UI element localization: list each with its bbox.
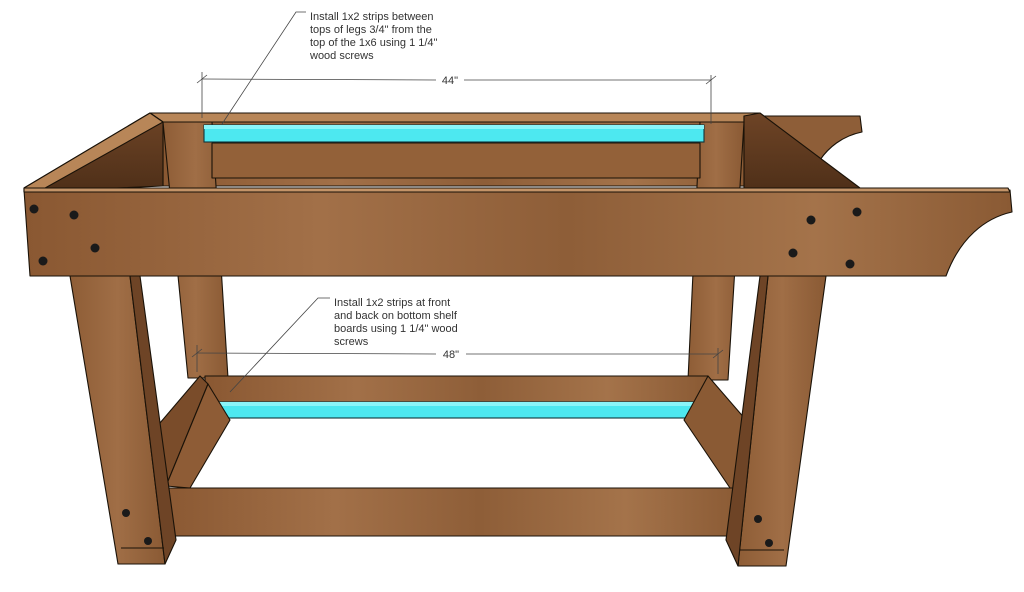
bottom-1x2-strip-highlight xyxy=(204,402,708,406)
bottom-note-leader xyxy=(229,297,330,393)
top-note-leader xyxy=(221,11,306,125)
screw xyxy=(29,204,39,214)
bottom-note-line: screws xyxy=(334,336,369,348)
screw xyxy=(122,509,130,517)
front-bottom-rail xyxy=(159,487,743,537)
front-apron-top-edge xyxy=(23,187,1011,193)
screw xyxy=(144,537,152,545)
top-note: Install 1x2 strips between tops of legs … xyxy=(309,11,441,62)
bottom-note-line: boards using 1 1/4" wood xyxy=(334,323,458,335)
bottom-dimension: 48" xyxy=(191,345,724,374)
top-note-line: top of the 1x6 using 1 1/4" xyxy=(310,37,438,49)
back-bottom-rail xyxy=(204,375,709,403)
front-apron xyxy=(23,189,1013,277)
top-note-line: Install 1x2 strips between xyxy=(310,11,434,23)
bottom-note-line: Install 1x2 strips at front xyxy=(334,297,450,309)
back-upper-rail xyxy=(211,142,701,179)
screw xyxy=(788,248,798,258)
bottom-note-line: and back on bottom shelf xyxy=(334,310,458,322)
top-dimension-label: 44" xyxy=(442,75,458,87)
top-1x2-strip-highlight xyxy=(204,125,704,129)
screw xyxy=(69,210,79,220)
top-note-line: tops of legs 3/4" from the xyxy=(310,24,432,36)
top-note-line: wood screws xyxy=(309,50,374,62)
screw xyxy=(852,207,862,217)
screws xyxy=(29,204,862,547)
top-dimension: 44" xyxy=(196,72,717,124)
bottom-note: Install 1x2 strips at front and back on … xyxy=(334,297,461,348)
screw xyxy=(806,215,816,225)
screw xyxy=(845,259,855,269)
screw xyxy=(765,539,773,547)
back-apron-top xyxy=(149,112,761,123)
screw xyxy=(90,243,100,253)
bottom-dimension-label: 48" xyxy=(443,349,459,361)
screw xyxy=(754,515,762,523)
screw xyxy=(38,256,48,266)
